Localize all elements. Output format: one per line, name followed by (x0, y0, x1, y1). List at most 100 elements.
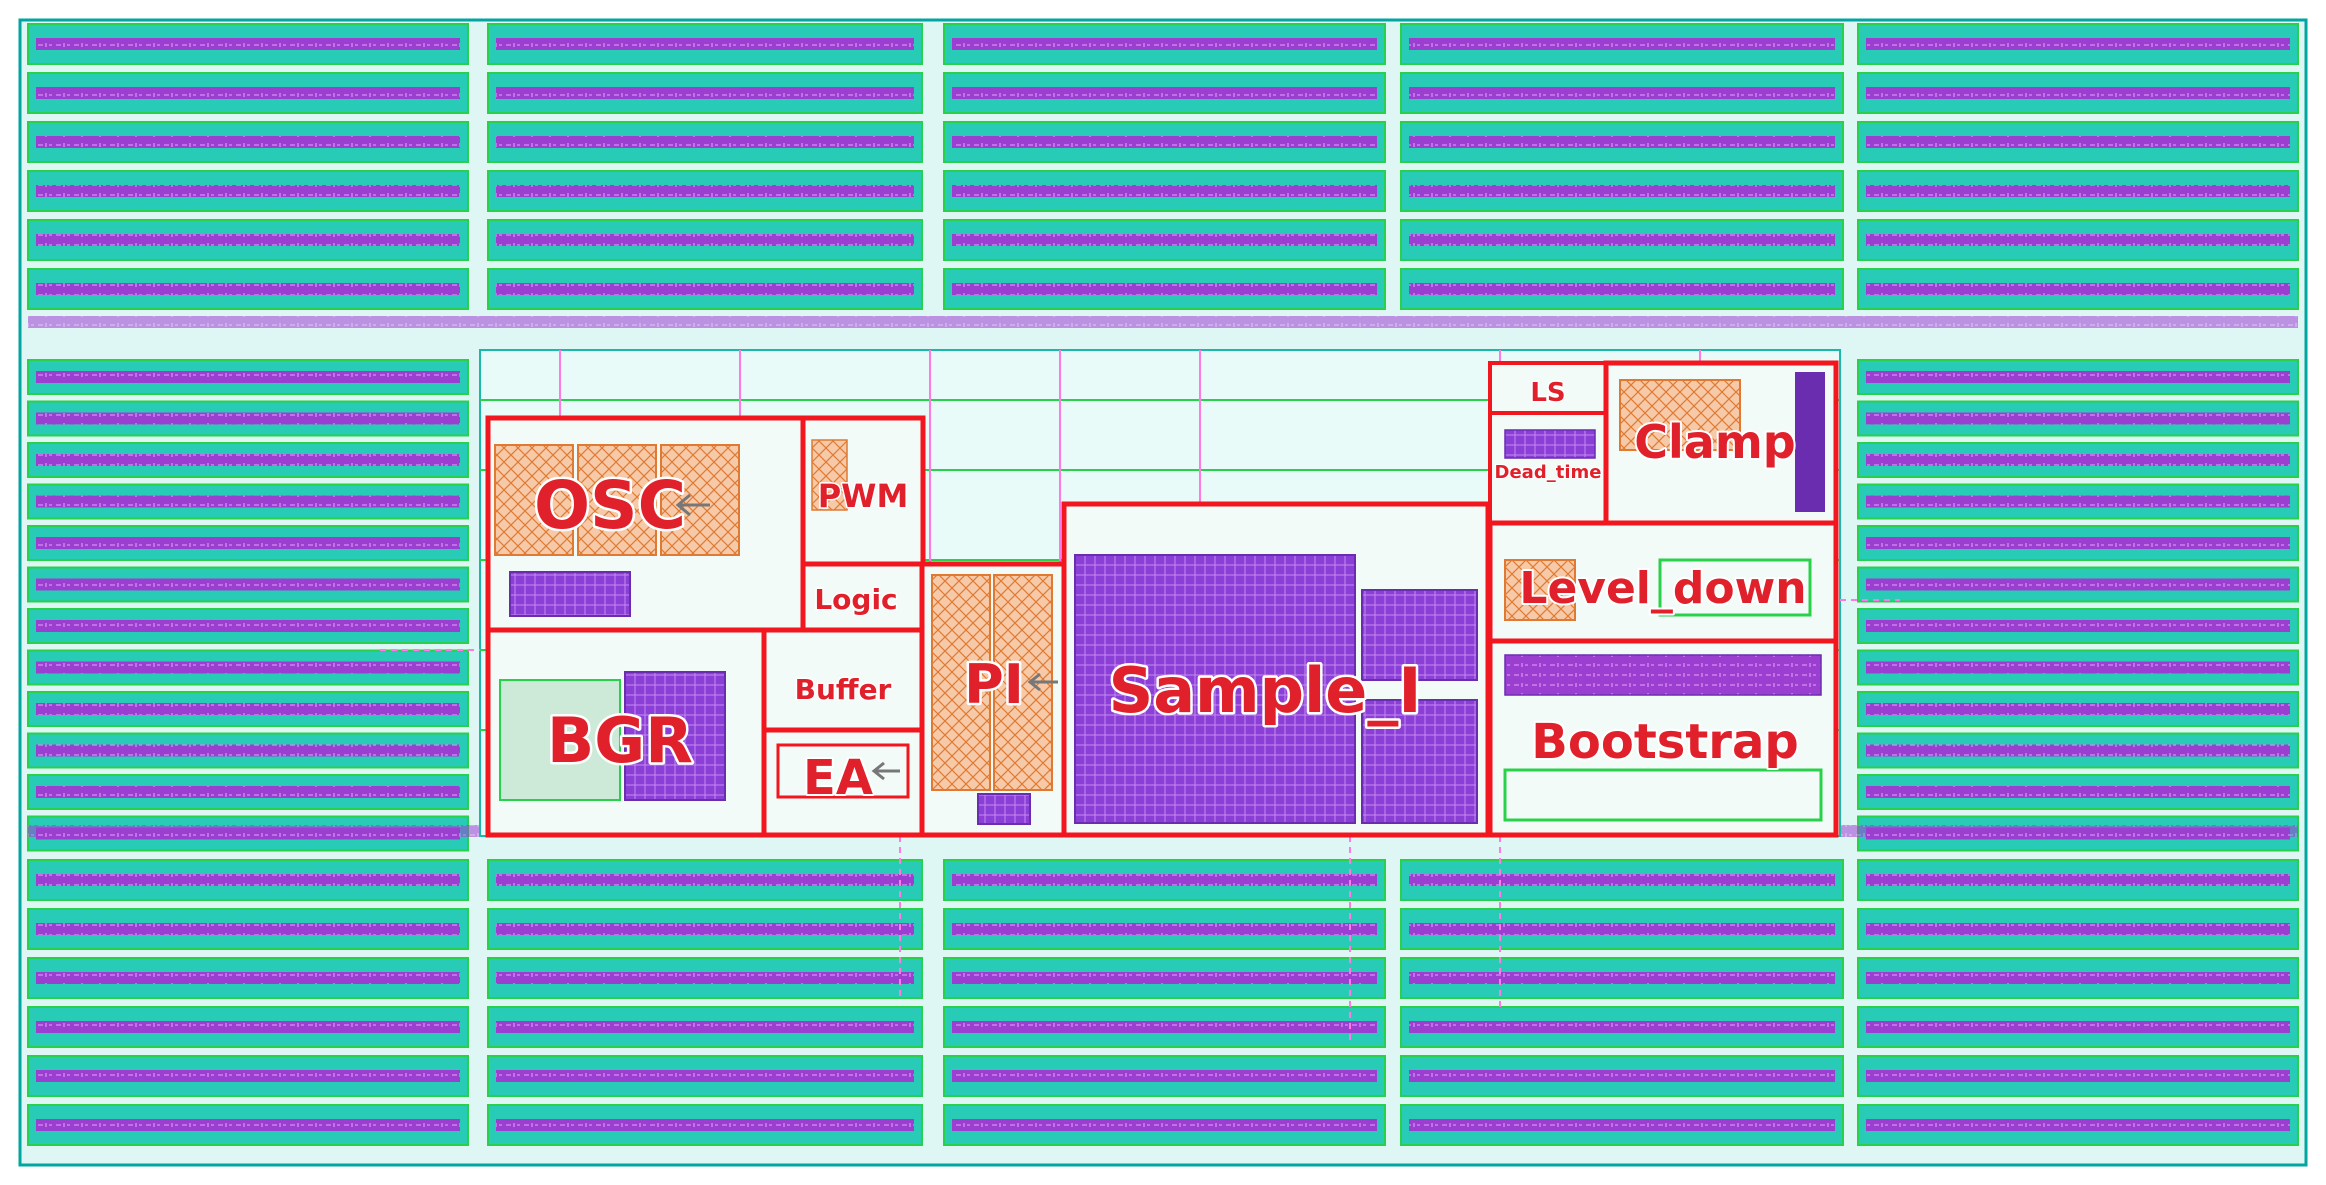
array-gate-strip (1866, 1021, 2290, 1033)
block-osc: OSC (485, 415, 806, 633)
array-gate-strip (1409, 972, 1835, 984)
array-gate-strip (1866, 412, 2290, 425)
array-gate-strip (36, 38, 460, 50)
array-gate-strip (36, 87, 460, 99)
block-ea: EA (761, 727, 925, 838)
array-gate-strip (496, 185, 914, 197)
array-gate-strip (36, 136, 460, 148)
array-gate-strip (496, 1070, 914, 1082)
array-gate-strip (1409, 234, 1835, 246)
array-gate-strip (36, 495, 460, 508)
array-gate-strip (1866, 185, 2290, 197)
clamp-label: Clamp (1634, 415, 1795, 469)
array-gate-strip (1866, 38, 2290, 50)
array-gate-strip (36, 786, 460, 798)
array-gate-strip (1866, 874, 2290, 886)
array-gate-strip (1866, 923, 2290, 935)
ea-label: EA (803, 750, 873, 806)
array-gate-strip (1866, 703, 2290, 715)
array-gate-strip (1409, 1070, 1835, 1082)
level-down-label: Level_down (1519, 563, 1806, 614)
osc-label: OSC (534, 467, 686, 544)
array-gate-strip (1866, 661, 2290, 674)
array-gate-strip (952, 136, 1377, 148)
array-gate-strip (36, 234, 460, 246)
array-gate-strip (496, 923, 914, 935)
array-gate-strip (952, 972, 1377, 984)
array-gate-strip (952, 185, 1377, 197)
array-gate-strip (36, 1021, 460, 1033)
array-gate-strip (496, 874, 914, 886)
array-gate-strip (36, 744, 460, 757)
array-gate-strip (496, 87, 914, 99)
array-gate-strip (1409, 874, 1835, 886)
array-gate-strip (1409, 185, 1835, 197)
array-gate-strip (1866, 136, 2290, 148)
array-gate-strip (952, 874, 1377, 886)
block-ls: LS (1488, 361, 1608, 415)
array-gate-strip (1409, 1021, 1835, 1033)
array-gate-strip (496, 1119, 914, 1131)
array-gate-strip (496, 972, 914, 984)
block-buffer: Buffer (761, 627, 925, 733)
block-sample-i: Sample_I (1061, 501, 1491, 838)
sample-i-label: Sample_I (1109, 654, 1422, 727)
array-gate-strip (1866, 1119, 2290, 1131)
array-gate-strip (36, 620, 460, 632)
block-clamp: Clamp (1603, 360, 1839, 526)
array-gate-strip (1866, 786, 2290, 798)
array-gate-strip (1866, 283, 2290, 295)
bgr-label: BGR (547, 704, 693, 777)
ea-arrow-icon (871, 761, 900, 781)
array-gate-strip (1866, 87, 2290, 99)
logic-label: Logic (814, 583, 897, 616)
osc-inductor-2 (577, 444, 657, 556)
array-gate-strip (36, 874, 460, 886)
array-gate-strip (952, 234, 1377, 246)
array-gate-strip (496, 1021, 914, 1033)
array-gate-strip (1866, 454, 2290, 466)
array-gate-strip (36, 972, 460, 984)
osc-arrow-icon (675, 493, 710, 517)
array-gate-strip (36, 578, 460, 591)
pwm-label: PWM (818, 477, 909, 515)
array-gate-strip (1866, 972, 2290, 984)
pi-arrow-icon (1027, 672, 1058, 692)
array-gate-strip (496, 234, 914, 246)
array-gate-strip (952, 1119, 1377, 1131)
array-gate-strip (1866, 578, 2290, 591)
ls-label: LS (1530, 378, 1565, 408)
osc-inductor-1 (494, 444, 574, 556)
array-gate-strip (1409, 283, 1835, 295)
array-gate-strip (952, 87, 1377, 99)
array-gate-strip (1409, 38, 1835, 50)
array-gate-strip (36, 412, 460, 425)
block-bootstrap: Bootstrap (1487, 638, 1839, 838)
block-bgr: BGR (485, 627, 767, 838)
array-gate-strip (1866, 495, 2290, 508)
top-rail (28, 316, 2298, 328)
pi-label: PI (964, 653, 1024, 716)
array-gate-strip (496, 136, 914, 148)
buffer-label: Buffer (795, 673, 892, 706)
mosfet-array-grid (27, 23, 2299, 1146)
array-gate-strip (1866, 537, 2290, 549)
block-pwm: PWM (800, 415, 926, 567)
array-gate-strip (952, 283, 1377, 295)
array-gate-strip (36, 283, 460, 295)
block-dead-time: Dead_time (1488, 411, 1608, 525)
block-pi: PI (919, 561, 1067, 838)
block-logic: Logic (800, 561, 926, 633)
array-gate-strip (36, 703, 460, 715)
array-gate-strip (952, 1070, 1377, 1082)
array-gate-strip (36, 923, 460, 935)
array-gate-strip (36, 454, 460, 466)
array-gate-strip (496, 283, 914, 295)
array-gate-strip (36, 371, 460, 383)
array-gate-strip (1409, 923, 1835, 935)
block-level-down: Level_down (1487, 520, 1839, 644)
array-gate-strip (36, 537, 460, 549)
array-gate-strip (36, 1070, 460, 1082)
array-gate-strip (1409, 136, 1835, 148)
